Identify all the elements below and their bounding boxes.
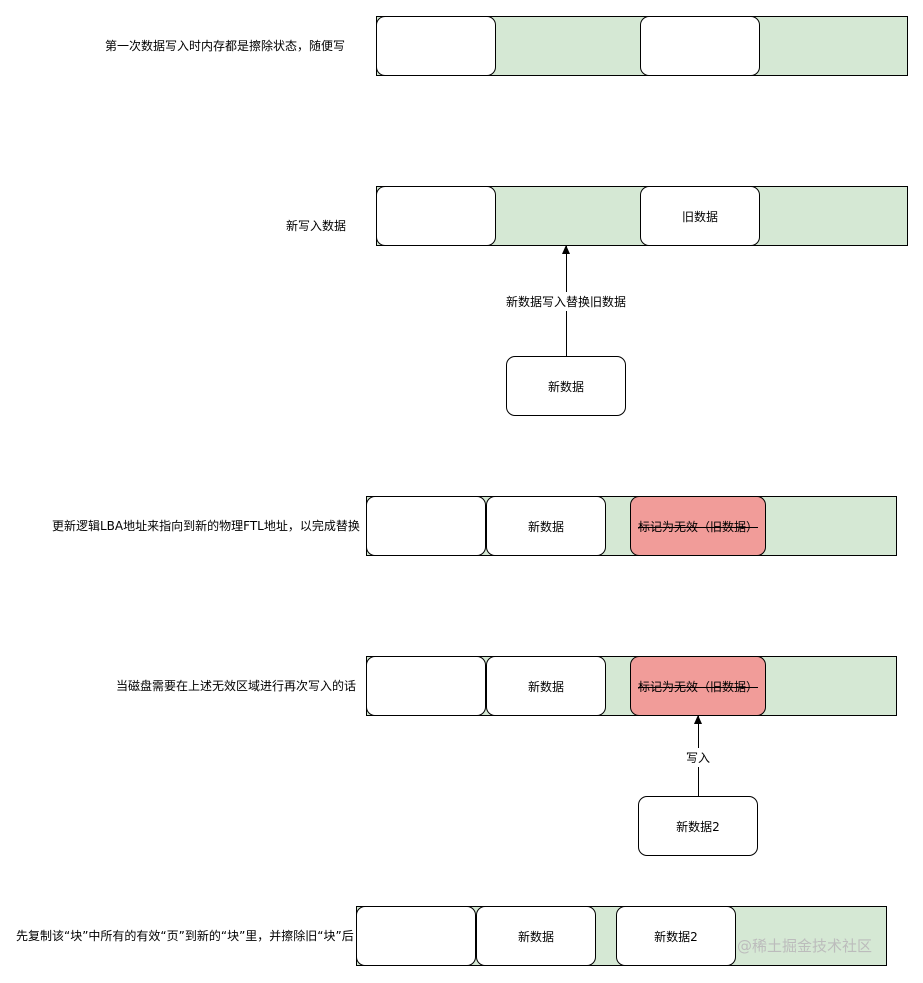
row4-empty-block: [366, 656, 486, 716]
row5-new-data-block: 新数据: [476, 906, 596, 966]
row4-new-data-block: 新数据: [486, 656, 606, 716]
row1-label: 第一次数据写入时内存都是擦除状态，随便写: [105, 39, 346, 53]
row5-new-data-text: 新数据: [517, 929, 554, 944]
row5-new-data2-text: 新数据2: [654, 929, 698, 944]
row5-empty-block: [356, 906, 476, 966]
row1-empty-block-2: [640, 16, 760, 76]
row4-new-data-text: 新数据: [527, 679, 564, 694]
row2-new-data-source: 新数据: [506, 356, 626, 416]
row2-arrow-label: 新数据写入替换旧数据: [504, 292, 629, 311]
row4-new-data2-text: 新数据2: [676, 819, 720, 834]
row5-label: 先复制该“块”中所有的有效“页”到新的“块”里，并擦除旧“块”后: [16, 929, 354, 943]
row4-label: 当磁盘需要在上述无效区域进行再次写入的话: [116, 679, 357, 693]
row2-new-data-text: 新数据: [547, 379, 584, 394]
row5-new-data2-block: 新数据2: [616, 906, 736, 966]
row3-new-data-text: 新数据: [527, 519, 564, 534]
row3-empty-block: [366, 496, 486, 556]
row4-new-data2-source: 新数据2: [638, 796, 758, 856]
row2-old-data-block: 旧数据: [640, 186, 760, 246]
row4-arrow-label: 写入: [684, 748, 713, 767]
row3-label: 更新逻辑LBA地址来指向到新的物理FTL地址，以完成替换: [52, 519, 360, 533]
watermark: @稀土掘金技术社区: [737, 937, 873, 955]
row4-invalid-block: 标记为无效（旧数据）: [630, 656, 766, 716]
row4-invalid-text: 标记为无效（旧数据）: [637, 679, 758, 694]
row2-old-data-text: 旧数据: [681, 209, 718, 224]
row3-invalid-text: 标记为无效（旧数据）: [637, 519, 758, 534]
row3-new-data-block: 新数据: [486, 496, 606, 556]
row2-label: 新写入数据: [286, 219, 347, 233]
row3-invalid-block: 标记为无效（旧数据）: [630, 496, 766, 556]
row1-empty-block-1: [376, 16, 496, 76]
row2-empty-block: [376, 186, 496, 246]
